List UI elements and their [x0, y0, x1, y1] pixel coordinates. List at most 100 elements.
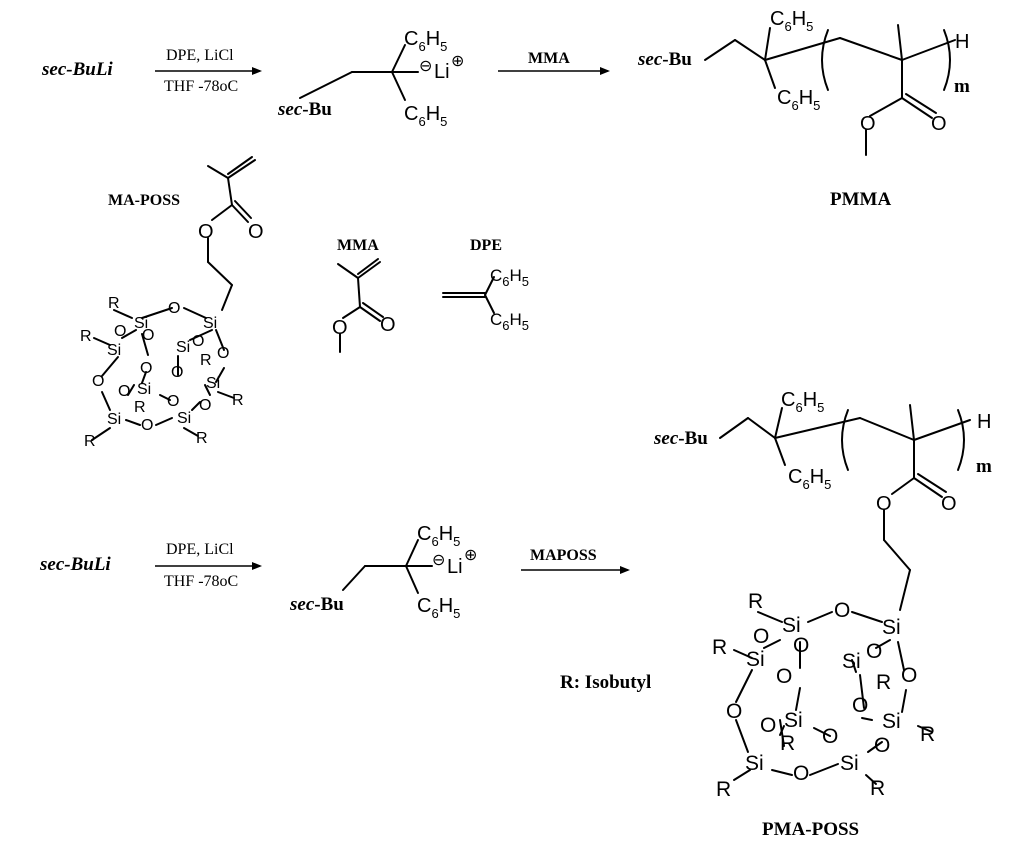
- oxygen-atom: O: [726, 700, 742, 723]
- poss-cage-small: R Si O Si R O Si O Si O R O O O O Si O S…: [80, 295, 244, 450]
- r-group: R: [80, 328, 92, 345]
- r-group: R: [748, 590, 763, 613]
- silicon-atom: Si: [107, 342, 121, 359]
- reaction-arrow-4: [521, 566, 630, 574]
- phenyl-top-pmma: C6H5: [770, 8, 813, 34]
- oxygen-atom: O: [142, 327, 154, 344]
- repeat-index-1: m: [954, 76, 970, 97]
- dpe-reagent: DPE C6H5 C6H5: [442, 237, 529, 333]
- lithium-cation-2: Li: [447, 556, 463, 578]
- silicon-atom: Si: [206, 375, 220, 392]
- oxygen-atom: O: [114, 323, 126, 340]
- oxygen-atom: O: [141, 417, 153, 434]
- end-group-h-2: H: [977, 411, 991, 433]
- end-group-h-1: H: [955, 31, 969, 53]
- r-group: R: [108, 295, 120, 312]
- oxygen-atom: O: [167, 393, 179, 410]
- carbonyl-oxygen-pmma: O: [931, 113, 947, 135]
- oxygen-atom: O: [874, 734, 890, 757]
- dpe-label: DPE: [470, 237, 502, 254]
- oxygen-atom: O: [199, 397, 211, 414]
- silicon-atom: Si: [782, 614, 801, 637]
- silicon-atom: Si: [137, 381, 151, 398]
- oxygen-atom: O: [834, 599, 850, 622]
- ester-oxygen-pmaposs: O: [876, 493, 892, 515]
- intermediate-secbu-2: sec-Bu: [289, 594, 344, 615]
- monomer-label-1: MMA: [528, 50, 570, 67]
- conditions-top-2: DPE, LiCl: [166, 541, 234, 558]
- phenyl-top-1: C6H5: [404, 28, 447, 54]
- oxygen-atom: O: [776, 665, 792, 688]
- reaction-arrow-2: [498, 67, 610, 75]
- silicon-atom: Si: [107, 411, 121, 428]
- silicon-atom: Si: [746, 648, 765, 671]
- conditions-top-1: DPE, LiCl: [166, 47, 234, 64]
- ma-poss-label: MA-POSS: [108, 192, 180, 209]
- r-group: R: [780, 732, 795, 755]
- phenyl-top-2: C6H5: [417, 523, 460, 549]
- mma-label: MMA: [337, 237, 379, 254]
- carbonyl-oxygen-pmaposs: O: [941, 493, 957, 515]
- silicon-atom: Si: [177, 410, 191, 427]
- reaction-1: sec-BuLi DPE, LiCl THF -78oC sec-Bu C6H5…: [41, 8, 970, 210]
- silicon-atom: Si: [840, 752, 859, 775]
- anion-charge-1: ⊖: [419, 58, 432, 75]
- product-name-pmma: PMMA: [830, 189, 891, 210]
- r-group: R: [712, 636, 727, 659]
- oxygen-atom: O: [901, 664, 917, 687]
- r-group: R: [84, 433, 96, 450]
- oxygen-atom: O: [168, 300, 180, 317]
- ma-poss-reagent: MA-POSS O O: [80, 156, 264, 450]
- oxygen-atom: O: [753, 625, 769, 648]
- silicon-atom: Si: [842, 650, 861, 673]
- intermediate-anion-2: sec-Bu C6H5 C6H5 ⊖ Li ⊕: [289, 523, 477, 621]
- pma-poss-structure: sec-Bu C6H5 C6H5 H m O O: [653, 389, 992, 801]
- conditions-bottom-2: THF -78oC: [164, 573, 238, 590]
- product-chain-start-2: sec-Bu: [653, 428, 708, 449]
- silicon-atom: Si: [134, 315, 148, 332]
- phenyl-top-dpe: C6H5: [490, 266, 529, 289]
- r-group: R: [200, 352, 212, 369]
- cation-charge-2: ⊕: [464, 547, 477, 564]
- poss-cage-large: R Si O Si R O Si O Si O R O O O O Si O S…: [712, 590, 935, 801]
- silicon-atom: Si: [882, 710, 901, 733]
- reaction-arrow-1: [155, 67, 262, 75]
- oxygen-atom: O: [852, 694, 868, 717]
- intermediate-anion-1: sec-Bu C6H5 C6H5 ⊖ Li ⊕: [277, 28, 464, 129]
- intermediate-secbu-1: sec-Bu: [277, 99, 332, 120]
- product-name-pmaposs: PMA-POSS: [762, 819, 859, 840]
- silicon-atom: Si: [784, 709, 803, 732]
- phenyl-bottom-pmaposs: C6H5: [788, 466, 831, 492]
- lithium-cation-1: Li: [434, 61, 450, 83]
- r-group: R: [232, 392, 244, 409]
- silicon-atom: Si: [882, 616, 901, 639]
- r-group: R: [716, 778, 731, 801]
- silicon-atom: Si: [203, 315, 217, 332]
- repeat-index-2: m: [976, 456, 992, 477]
- reaction-2: sec-BuLi DPE, LiCl THF -78oC sec-Bu C6H5…: [39, 389, 992, 840]
- pmma-structure: sec-Bu C6H5 C6H5 H m O O: [637, 8, 970, 156]
- phenyl-bottom-pmma: C6H5: [777, 87, 820, 113]
- oxygen-atom: O: [866, 640, 882, 663]
- product-chain-start-1: sec-Bu: [637, 49, 692, 70]
- silicon-atom: Si: [745, 752, 764, 775]
- phenyl-bottom-1: C6H5: [404, 103, 447, 129]
- oxygen-atom: O: [192, 333, 204, 350]
- r-group: R: [870, 777, 885, 800]
- r-definition: R: Isobutyl: [560, 672, 651, 693]
- initiator-label-1: sec-BuLi: [41, 59, 113, 80]
- cation-charge-1: ⊕: [451, 53, 464, 70]
- oxygen-atom: O: [140, 360, 152, 377]
- ester-oxygen-maposs: O: [198, 221, 214, 243]
- ester-oxygen-mma: O: [332, 317, 348, 339]
- initiator-label-2: sec-BuLi: [39, 554, 111, 575]
- phenyl-top-pmaposs: C6H5: [781, 389, 824, 415]
- r-group: R: [876, 671, 891, 694]
- carbonyl-oxygen-mma: O: [380, 314, 396, 336]
- oxygen-atom: O: [171, 364, 183, 381]
- anion-charge-2: ⊖: [432, 552, 445, 569]
- r-group: R: [920, 723, 935, 746]
- ester-oxygen-pmma: O: [860, 113, 876, 135]
- oxygen-atom: O: [760, 714, 776, 737]
